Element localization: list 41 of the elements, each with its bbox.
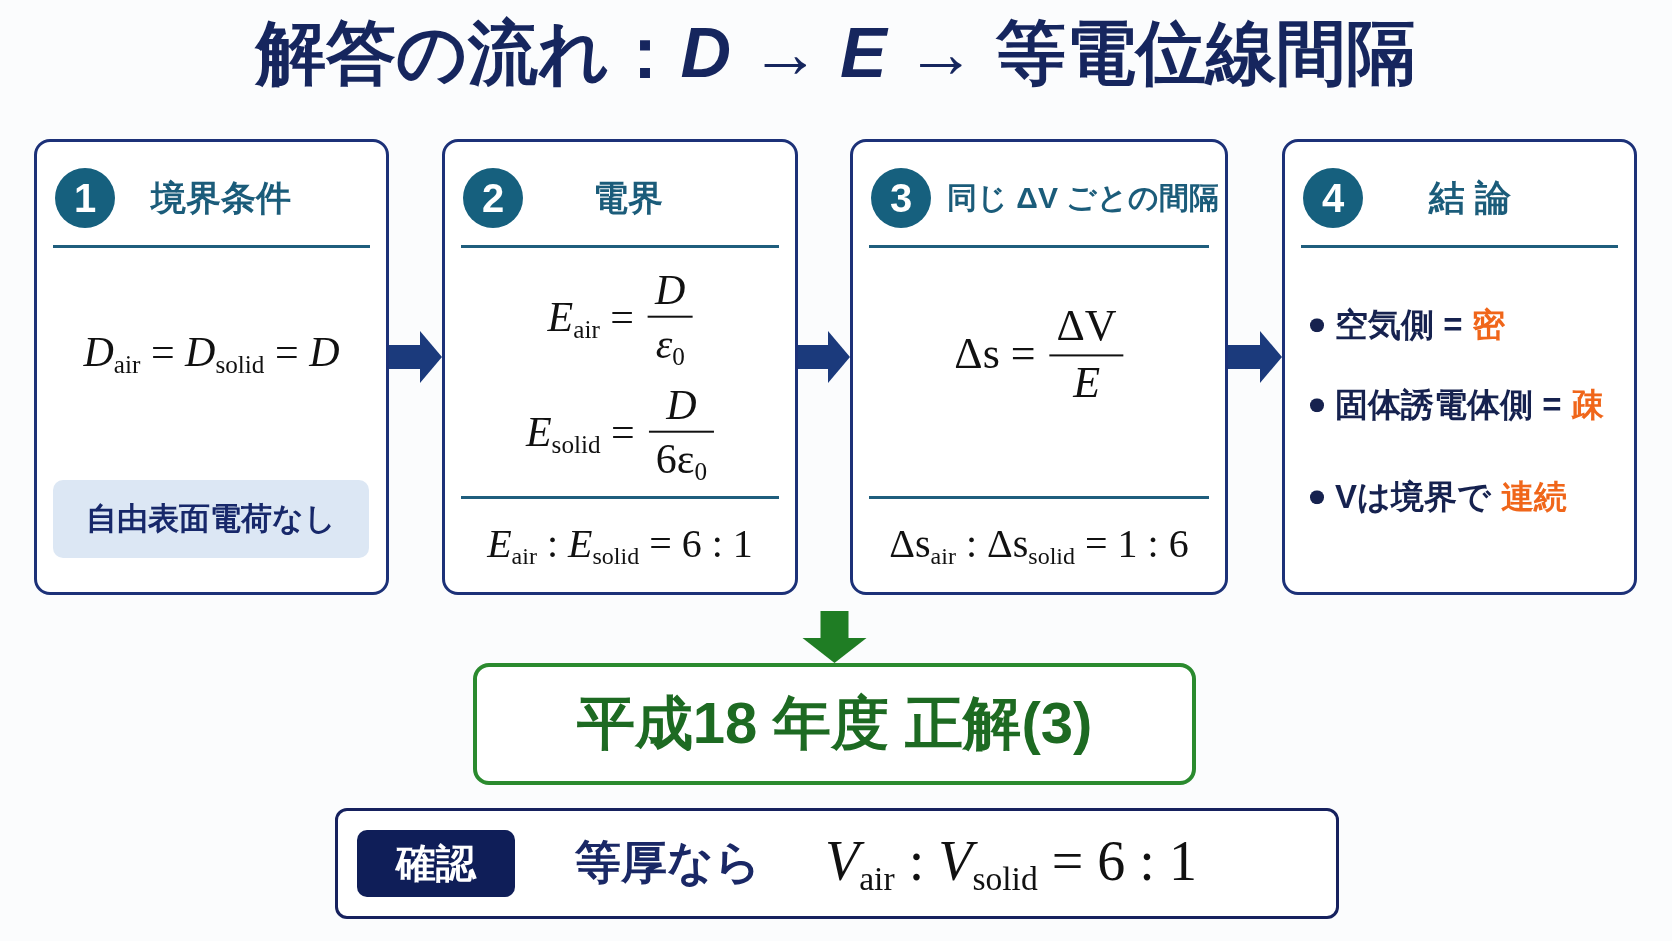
arrow	[798, 331, 850, 383]
note-box: 自由表面電荷なし	[53, 480, 369, 558]
card-heading: 同じ ΔV ごとの間隔	[947, 180, 1220, 216]
denominator: E	[1073, 358, 1101, 409]
result-box: 平成18 年度 正解(3)	[473, 663, 1196, 785]
card-heading: 電界	[593, 177, 663, 219]
bullet-text: 空気側 =	[1335, 305, 1463, 345]
formula: Δs =	[954, 329, 1036, 381]
step-card	[34, 139, 389, 595]
numerator: D	[655, 265, 686, 314]
formula: E$_{air}$ =	[547, 292, 635, 342]
highlight-text: 連続	[1500, 477, 1567, 517]
formula: Δs$_{air}$ : Δs$_{solid}$ = 1 : 6	[889, 521, 1189, 567]
step-card	[1282, 139, 1637, 595]
step-number: 4	[1303, 168, 1363, 228]
arrow	[1228, 331, 1282, 383]
step-card	[850, 139, 1228, 595]
numerator: ΔV	[1056, 301, 1117, 352]
formula: V$_{air}$ : V$_{solid}$ = 6 : 1	[825, 828, 1197, 894]
summary-panel	[335, 808, 1339, 919]
step-number: 3	[871, 168, 931, 228]
step-card	[442, 139, 798, 595]
title: 解答の流れ：D → E → 等電位線間隔	[256, 12, 1416, 94]
card-heading: 結 論	[1429, 176, 1511, 220]
label-badge: 確認	[357, 830, 515, 897]
step-number: 2	[463, 168, 523, 228]
bullet-text: Vは境界で	[1335, 477, 1491, 517]
card-heading: 境界条件	[151, 177, 291, 219]
highlight-text: 疎	[1571, 385, 1605, 425]
formula: E$_{air}$ : E$_{solid}$ = 6 : 1	[487, 521, 753, 567]
formula: D$_{air}$ = D$_{solid}$ = D	[83, 327, 340, 377]
denominator: ε$_{0}$	[655, 320, 685, 369]
highlight-text: 密	[1472, 305, 1506, 345]
panel-text: 等厚なら	[575, 835, 761, 891]
arrow	[389, 331, 442, 383]
denominator: 6ε$_{0}$	[655, 435, 708, 484]
numerator: D	[666, 380, 697, 429]
bullet-text: 固体誘電体側 =	[1335, 385, 1562, 425]
arrow	[802, 611, 867, 663]
step-number: 1	[55, 168, 115, 228]
formula: E$_{solid}$ =	[525, 407, 635, 457]
